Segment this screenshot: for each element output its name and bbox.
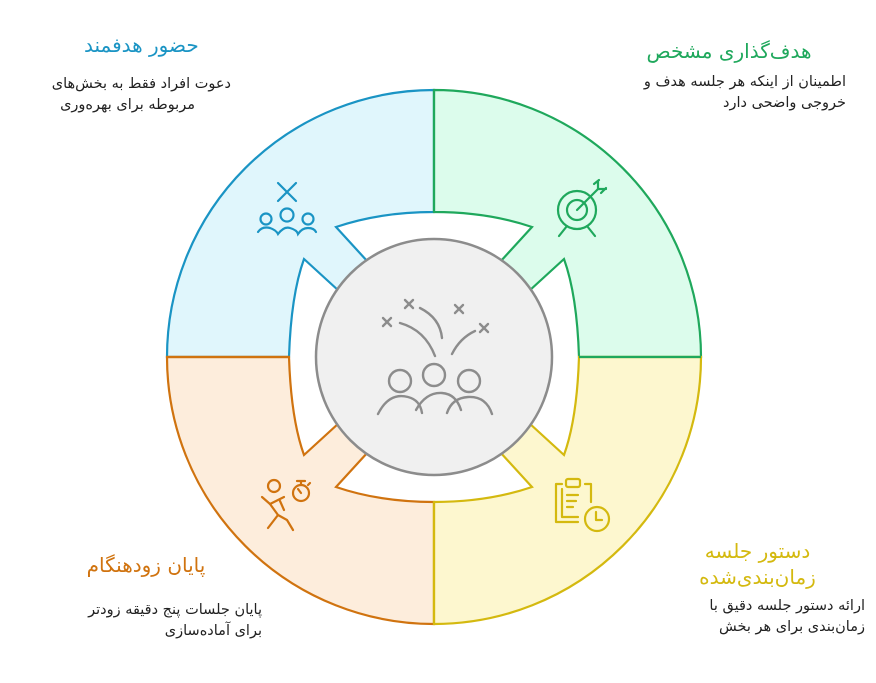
quadrant-title: دستور جلسه زمان‌بندی‌شده	[650, 538, 865, 590]
quadrant-description: پایان جلسات پنج دقیقه زودتر برای آماده‌س…	[30, 600, 262, 642]
title-line: دستور جلسه	[704, 539, 811, 563]
description-line: دعوت افراد فقط به بخش‌های	[51, 76, 231, 92]
description-line: زمان‌بندی برای هر بخش	[719, 619, 865, 635]
quadrant-title: هدف‌گذاری مشخص	[646, 39, 812, 63]
title-line: زمان‌بندی‌شده	[699, 565, 816, 589]
target-arrow-icon	[556, 178, 608, 238]
label-timed-agenda: دستور جلسه زمان‌بندی‌شده ارائه دستور جلس…	[650, 538, 865, 638]
celebration-people-icon	[376, 298, 494, 416]
quadrant-bottom-right	[432, 355, 703, 626]
quadrant-description: ارائه دستور جلسه دقیق با زمان‌بندی برای …	[650, 596, 865, 638]
label-clear-goals: هدف‌گذاری مشخص اطمینان از اینکه هر جلسه …	[612, 38, 846, 114]
center-circle	[314, 237, 554, 477]
description-line: مربوطه برای بهره‌وری	[60, 97, 195, 113]
people-group-icon	[256, 181, 318, 237]
quadrant-description: دعوت افراد فقط به بخش‌های مربوطه برای به…	[52, 74, 231, 116]
label-early-finish: پایان زودهنگام پایان جلسات پنج دقیقه زود…	[30, 552, 262, 642]
description-line: خروجی واضحی دارد	[723, 95, 846, 111]
quadrant-top-right	[432, 88, 703, 359]
description-line: ارائه دستور جلسه دقیق با	[709, 598, 865, 614]
quadrant-top-left	[165, 88, 436, 359]
running-person-stopwatch-icon	[260, 478, 312, 532]
description-line: پایان جلسات پنج دقیقه زودتر	[88, 602, 262, 618]
description-line: برای آماده‌سازی	[164, 623, 262, 639]
description-line: اطمینان از اینکه هر جلسه هدف و	[643, 74, 846, 90]
quadrant-title: حضور هدفمند	[83, 33, 199, 57]
quadrant-description: اطمینان از اینکه هر جلسه هدف و خروجی واض…	[612, 72, 846, 114]
quadrant-title: پایان زودهنگام	[86, 553, 206, 577]
clipboard-clock-icon	[554, 477, 611, 533]
label-purposeful-attendance: حضور هدفمند دعوت افراد فقط به بخش‌های مر…	[52, 32, 231, 116]
